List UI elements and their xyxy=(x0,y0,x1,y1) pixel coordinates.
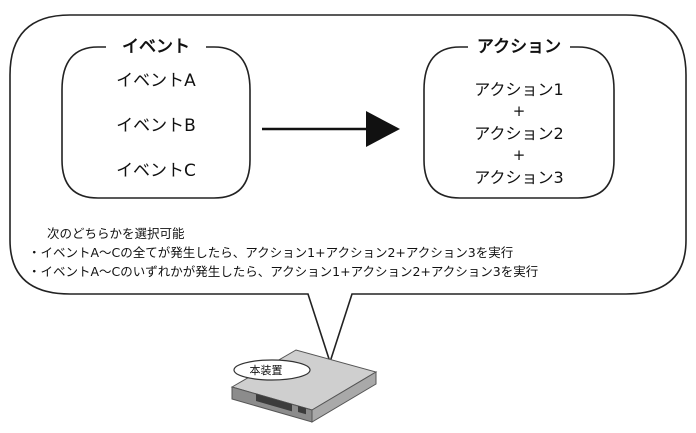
note-bullet: ・イベントA〜Cの全てが発生したら、アクション1+アクション2+アクション3を実… xyxy=(28,245,513,260)
action-box xyxy=(423,46,615,199)
event-item: イベントA xyxy=(116,71,196,91)
action-line: アクション2 xyxy=(474,124,563,143)
event-box-title: イベント xyxy=(122,37,190,57)
device-label: 本装置 xyxy=(250,363,283,377)
action-box-title: アクション xyxy=(477,37,561,57)
arrow-head xyxy=(366,111,400,147)
event-box xyxy=(61,46,251,199)
action-plus: + xyxy=(513,102,526,120)
speech-bubble xyxy=(9,14,687,365)
event-item: イベントC xyxy=(116,161,196,181)
note-bullet: ・イベントA〜Cのいずれかが発生したら、アクション1+アクション2+アクション3… xyxy=(28,264,538,279)
action-line: アクション1 xyxy=(474,80,563,99)
action-line: アクション3 xyxy=(474,168,563,187)
note-heading: 次のどちらかを選択可能 xyxy=(47,226,185,241)
event-item: イベントB xyxy=(116,116,196,136)
device-illustration xyxy=(230,349,378,423)
action-plus: + xyxy=(513,146,526,164)
